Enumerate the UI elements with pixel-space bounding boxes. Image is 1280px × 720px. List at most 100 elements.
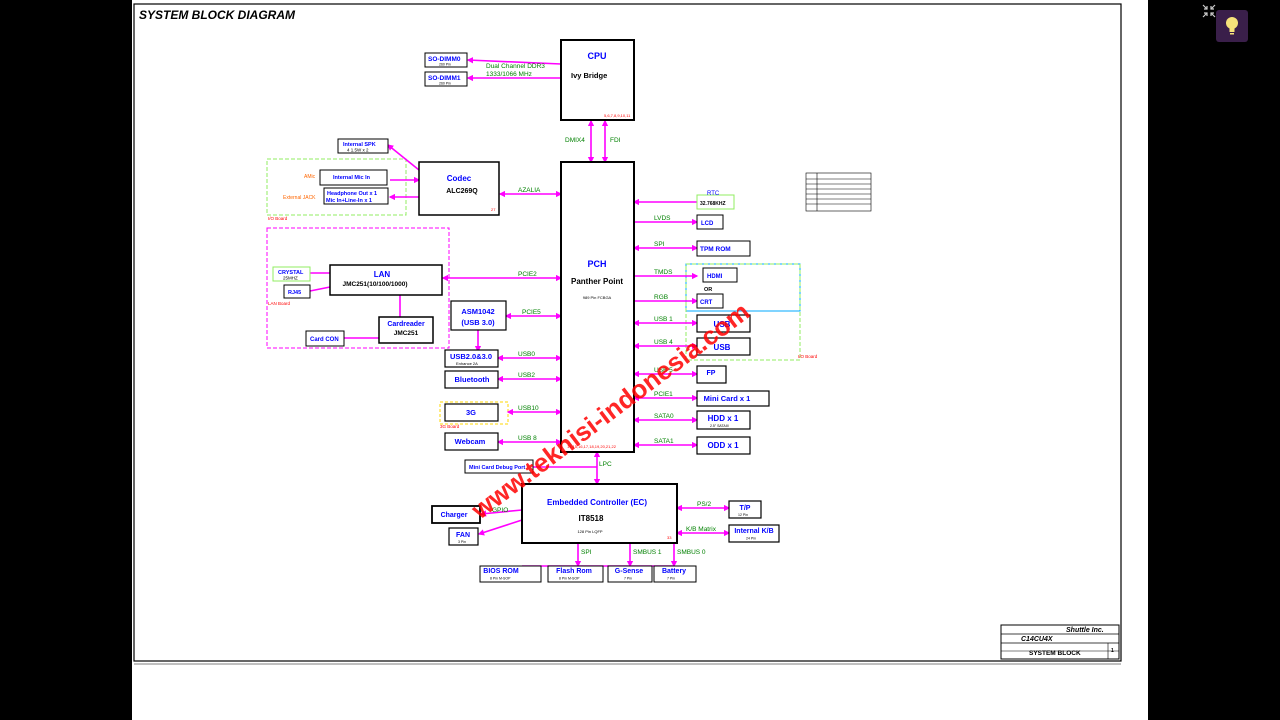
ec-pkg: 128 Pin LQFP [577,529,602,534]
sata1-label: SATA1 [654,438,674,445]
tpm-title: TPM ROM [700,246,731,253]
fan-block [448,527,479,546]
internal-mic-label: Internal Mic In [333,175,371,181]
codec-title: Codec [447,174,472,183]
kbd-pins: 24 Pin [746,537,756,541]
bios-rom-title: BIOS ROM [483,568,519,575]
codec-block [418,161,500,216]
headphone-label-2: Mic In+Line-In x 1 [326,198,372,204]
internal-mic-block [319,169,388,186]
rgb-label: RGB [654,294,668,301]
cardreader-title: Cardreader [387,321,425,328]
asm1042-block [450,300,507,331]
tp-pins: 12 Pin [738,513,748,517]
smbus1-label: SMBUS 1 [633,549,662,556]
g-sense-block [607,565,653,583]
usb10-label: USB10 [518,405,539,412]
gpio-label: GPIO [492,507,508,514]
pcie1-label: PCIE1 [654,391,673,398]
ec-sub: IT8518 [579,514,604,523]
sheet-frame [133,3,1122,662]
bluetooth-block [444,370,499,389]
bus-lines [309,57,731,568]
collapse-icon [1202,4,1216,18]
lan-sub: JMC251(10/100/1000) [342,281,407,288]
io-board-right-label: I/O Board [798,354,818,359]
crt-title: CRT [700,300,713,306]
internal-spk-block [337,138,389,154]
3g-block [444,403,499,422]
so-dimm1-pins: 260 Pin [439,82,451,86]
audio-board-label: I/O Board [268,216,288,221]
lvds-label: LVDS [654,215,671,222]
cpu-title: CPU [587,51,606,61]
battery-block [653,565,697,583]
lightbulb-icon [1226,17,1238,35]
webcam-title: Webcam [455,437,486,446]
crystal-label: CRYSTAL [278,270,304,276]
usb2-label: USB2 [518,372,535,379]
lan-board-region [266,227,450,349]
asm1042-line2: (USB 3.0) [461,318,495,327]
ec-block [521,483,678,544]
company-name: Shuttle Inc. [1066,627,1104,634]
so-dimm0-block [424,52,468,68]
fdi-label: FDI [610,137,621,144]
codec-sub: ALC269Q [446,188,478,195]
headphone-label-1: Headphone Out x 1 [327,191,377,197]
debug-port-block [464,459,534,474]
flash-rom-title: Flash Rom [556,568,592,575]
or-label: OR [704,287,712,293]
usb-right-1-block [696,314,751,333]
pch-sub: Panther Point [571,277,623,286]
debug-port-label: Mini Card Debug Port [469,465,525,471]
usb1-label: USB 1 [654,316,673,323]
bios-rom-block [479,565,542,583]
title-block: Shuttle Inc. C14CU4X SYSTEM BLOCK 1 [1000,624,1120,660]
hint-button[interactable] [1216,10,1248,42]
battery-pins: 7 Pin [667,577,675,581]
usb4-label: USB 4 [654,339,673,346]
hdmi-title: HDMI [707,274,723,280]
hdd-title: HDD x 1 [708,414,739,423]
rj45-block [283,284,311,299]
lcd-title: LCD [701,221,714,227]
usb-left-sub: Enhance 2A [456,361,478,366]
internal-spk-label: Internal SPK [343,142,376,148]
codec-page: 27 [491,207,496,212]
rtc-freq: 32.768KHZ [700,201,726,207]
flash-rom-pkg: 8 Pin M-SOP [559,577,580,581]
io-board-region-right [685,263,801,361]
kbd-block [728,524,780,543]
ec-page: 33 [667,535,672,540]
exit-fullscreen-button[interactable] [1200,2,1218,20]
g-sense-pins: 7 Pin [624,577,632,581]
pcie5-label: PCIE5 [522,309,541,316]
smbus0-label: SMBUS 0 [677,549,706,556]
cardreader-block [378,316,434,344]
diagram-title: SYSTEM BLOCK DIAGRAM [139,8,296,22]
ec-title: Embedded Controller (EC) [547,498,647,507]
rtc-title: RTC [707,191,720,197]
3g-board-label: 3G Board [440,424,460,429]
card-con-block [305,330,345,347]
crt-block [696,293,724,309]
so-dimm1-block [424,71,468,87]
kb-label: K/B Matrix [686,526,717,533]
usb-left-block [444,349,499,368]
amic-label: AMic [304,174,316,180]
fp-title: FP [707,370,716,377]
lpc-label: LPC [599,461,612,468]
charger-block [431,505,481,524]
ps2-label: PS/2 [697,501,711,508]
tp-title: T/P [740,505,751,512]
odd-title: ODD x 1 [707,441,739,450]
dmi-label: DMIX4 [565,137,585,144]
usb-right-2-title: USB [714,343,731,352]
internal-spk-spec: 4 1.5W x 2 [347,148,369,153]
sata0-label: SATA0 [654,413,674,420]
pch-pkg: 989 Pin FCBGA [583,295,612,300]
lan-board-label: LAN Board [268,301,291,306]
flash-rom-block [547,565,604,583]
usb0-label: USB0 [518,351,535,358]
